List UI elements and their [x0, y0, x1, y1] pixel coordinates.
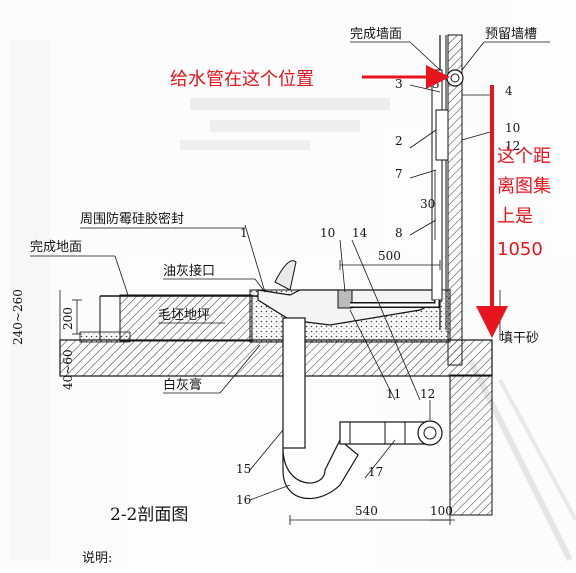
distance-note-line-4: 1050	[497, 239, 543, 260]
flush-pipe	[350, 69, 464, 308]
dim-40-60: 40~60	[61, 349, 75, 390]
label-white-putty: 白灰膏	[163, 377, 202, 393]
section-title: 2-2剖面图	[110, 505, 188, 525]
callout-3: 3	[395, 77, 403, 91]
callout-12: 12	[420, 387, 435, 401]
callout-numbers: 3 5 4 10 2 12 7 8 1 10 14 11 12 15 16 17	[236, 77, 520, 507]
callout-11: 11	[386, 387, 401, 401]
dim-200: 200	[61, 307, 75, 330]
drain-pipe	[282, 317, 443, 500]
callout-2: 2	[395, 134, 403, 148]
callout-12-top: 12	[505, 139, 520, 153]
dim-100: 100	[430, 504, 453, 518]
callout-16: 16	[236, 493, 251, 507]
wall	[439, 34, 493, 516]
callout-4: 4	[505, 84, 513, 98]
callout-8: 8	[395, 226, 403, 240]
dim-30: 30	[420, 197, 435, 211]
callout-5: 5	[432, 77, 440, 91]
label-finished-floor: 完成地面	[30, 240, 82, 255]
distance-note-line-3: 上是	[497, 206, 533, 227]
text-labels: 完成墙面 预留墙槽 周围防霉硅胶密封 完成地面 油灰接口 毛坯地坪 白灰膏 填干…	[30, 27, 539, 566]
label-perimeter-seal: 周围防霉硅胶密封	[80, 211, 184, 227]
callout-14: 10	[505, 121, 520, 135]
distance-note-line-1: 这个距	[497, 146, 551, 167]
label-putty-joint: 油灰接口	[163, 263, 215, 279]
callout-10: 10	[320, 226, 335, 240]
callout-15: 15	[236, 462, 251, 476]
leader-lines	[30, 41, 550, 501]
dimension-text: 500 30 540 100 200 240~260 40~60	[11, 197, 453, 518]
dim-540: 540	[355, 504, 378, 518]
label-finished-wall: 完成墙面	[350, 27, 402, 42]
callout-1: 1	[240, 226, 248, 240]
label-rough-floor: 毛坯地坪	[158, 308, 210, 323]
water-pipe-annotation: 给水管在这个位置	[170, 69, 314, 90]
distance-note: 这个距 离图集 上是 1050	[497, 146, 551, 260]
label-fill-sand: 填干砂	[500, 331, 539, 346]
red-annotations: 给水管在这个位置 这个距 离图集 上是 1050	[170, 65, 551, 338]
dim-240-260: 240~260	[11, 289, 25, 345]
dim-500: 500	[378, 249, 401, 263]
callout-7: 7	[395, 167, 403, 181]
note-label: 说明:	[82, 551, 112, 566]
distance-note-line-2: 离图集	[497, 176, 551, 197]
label-reserved-groove: 预留墙槽	[485, 27, 537, 42]
callout-13: 14	[352, 226, 368, 240]
callout-17: 17	[368, 465, 383, 479]
